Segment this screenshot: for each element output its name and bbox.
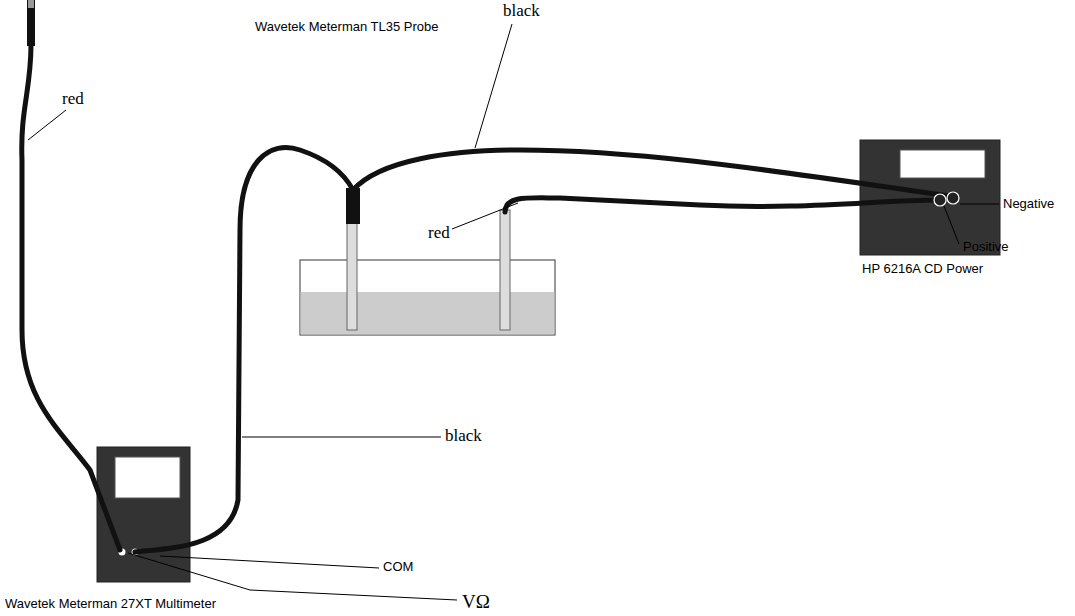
terminal-label: Positive bbox=[963, 240, 1009, 254]
wire-color-label: black bbox=[445, 427, 482, 446]
probe-tip bbox=[28, 0, 34, 8]
jack-label: COM bbox=[383, 560, 413, 574]
liquid bbox=[301, 292, 555, 334]
leader-line bbox=[452, 203, 518, 229]
wire-color-label: black bbox=[503, 2, 540, 21]
beaker bbox=[300, 260, 555, 335]
power-supply-display bbox=[900, 150, 985, 178]
positive-terminal bbox=[934, 194, 946, 206]
probe-body bbox=[27, 0, 35, 46]
leader-line bbox=[242, 437, 441, 438]
leader-line bbox=[944, 206, 959, 244]
negative-wire bbox=[353, 150, 950, 196]
positive-wire bbox=[505, 198, 938, 212]
leader-line bbox=[28, 110, 66, 140]
multimeter-body bbox=[97, 447, 190, 582]
negative-terminal bbox=[947, 192, 959, 204]
power-supply-body bbox=[860, 140, 1000, 255]
leader-line bbox=[960, 204, 999, 205]
electrode bbox=[500, 210, 510, 330]
leader-line bbox=[160, 556, 379, 568]
leader-line bbox=[128, 553, 457, 600]
jack-label: VΩ bbox=[462, 592, 490, 613]
leader-line bbox=[475, 24, 512, 148]
multimeter-body: Wavetek Meterman 27XT Multimeter bbox=[97, 447, 190, 582]
com-wire bbox=[135, 148, 353, 552]
power-supply-body: HP 6216A CD Power bbox=[860, 140, 1000, 255]
multimeter-display bbox=[115, 457, 180, 498]
electrode bbox=[347, 222, 357, 330]
clip-sleeve bbox=[346, 188, 360, 224]
wire-color-label: red bbox=[428, 224, 450, 243]
probe-label: Wavetek Meterman TL35 Probe bbox=[255, 20, 439, 34]
wire-color-label: red bbox=[62, 90, 84, 109]
device-label: HP 6216A CD Power bbox=[862, 262, 983, 276]
probe-wire bbox=[22, 45, 120, 550]
terminal-label: Negative bbox=[1003, 197, 1054, 211]
device-label: Wavetek Meterman 27XT Multimeter bbox=[5, 597, 216, 611]
